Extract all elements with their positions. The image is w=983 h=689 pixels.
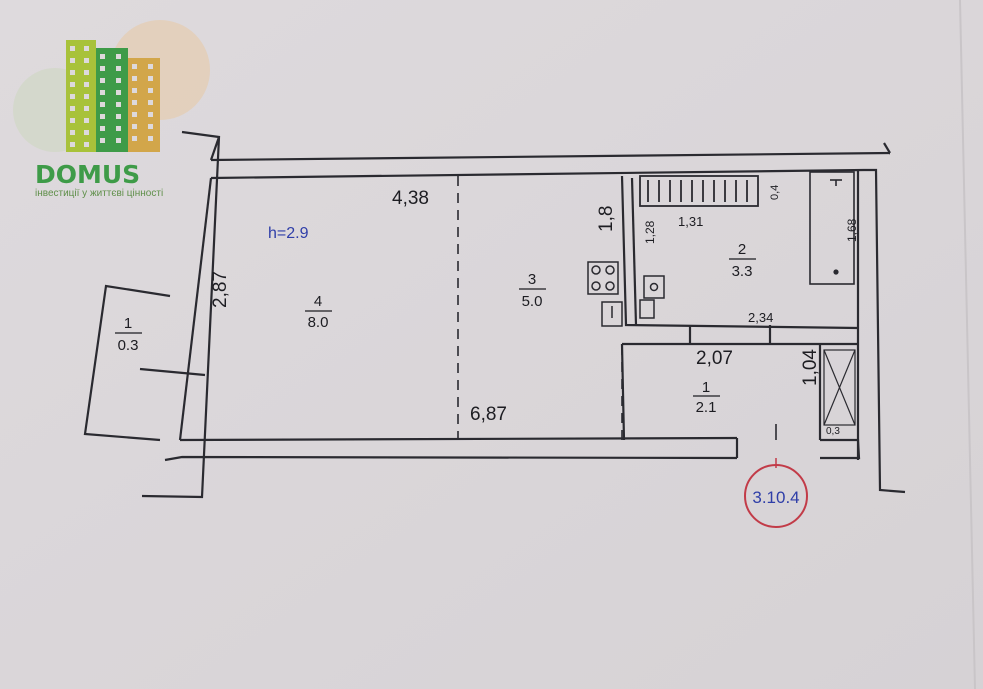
room-4-number: 4 (314, 293, 322, 310)
dim-radiator-depth: 0,4 (769, 185, 781, 200)
sink-icon (601, 301, 623, 327)
domus-logo: DOMUS інвестиції у життєві цінності (13, 20, 210, 199)
toilet-icon (639, 275, 665, 319)
logo-buildings-icon (66, 40, 160, 152)
room-4-area: 8.0 (308, 314, 329, 331)
dim-bath-niche: 1,28 (643, 220, 657, 244)
room-2-area: 3.3 (732, 263, 753, 280)
stove-icon (587, 261, 619, 295)
walls (83, 130, 906, 499)
dim-bath-width: 2,34 (748, 310, 773, 325)
dim-bath-length: 1,68 (845, 218, 859, 242)
paper-fold (959, 0, 976, 689)
logo-name: DOMUS (35, 160, 140, 189)
balcony-number: 1 (124, 315, 132, 332)
room-3-number: 3 (528, 271, 536, 288)
dim-hall-length: 2,07 (696, 348, 733, 369)
dim-bottom-length: 6,87 (470, 404, 507, 425)
bathtub-icon (809, 171, 855, 285)
dim-kitchen-depth: 1,8 (596, 206, 617, 232)
dim-hall-width: 1,04 (800, 349, 821, 386)
room-dividers (457, 176, 623, 440)
room-1-number: 1 (702, 379, 710, 396)
dim-radiator-length: 1,31 (678, 214, 703, 229)
ceiling-height-label: h=2.9 (268, 225, 309, 242)
plan-labels: h=2.9 4,38 6,87 2,87 1,8 1,31 0,4 1,68 1… (115, 185, 859, 437)
room-1-area: 2.1 (696, 399, 717, 416)
room-2-number: 2 (738, 241, 746, 258)
radiator-icon (639, 175, 759, 207)
dim-top-length: 4,38 (392, 188, 429, 209)
logo-tagline: інвестиції у життєві цінності (35, 188, 163, 199)
closet-area-label: 0,3 (826, 426, 840, 437)
unit-stamp: 3.10.4 (744, 458, 808, 528)
unit-label: 3.10.4 (752, 488, 799, 507)
balcony-area: 0.3 (118, 337, 139, 354)
unit-stamp-circle (744, 464, 808, 528)
dim-left-width: 2,87 (210, 271, 231, 308)
room-3-area: 5.0 (522, 293, 543, 310)
